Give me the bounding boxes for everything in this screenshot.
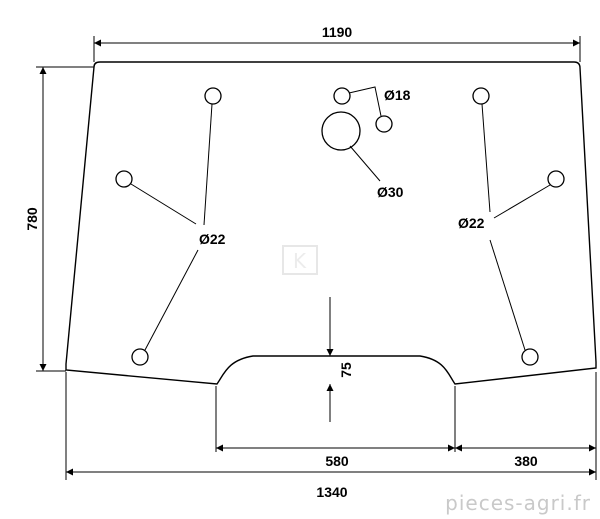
dimension-lines [39,39,596,476]
watermark: pieces-agri.fr [445,491,591,515]
hole-small-b [375,115,393,133]
label-hole-small: Ø18 [384,87,411,103]
dim-right-offset: 380 [514,453,538,469]
svg-text:K: K [293,249,307,273]
hole-right-top [472,87,490,105]
hole-right-bottom [521,348,539,366]
logo-mark: K [282,245,318,275]
label-hole-left-group: Ø22 [199,231,226,247]
hole-large [321,111,361,151]
dim-height: 780 [24,207,40,231]
hole-left-middle [115,170,133,188]
glass-outline [65,61,597,385]
hole-left-top [204,87,222,105]
hole-right-middle [547,170,565,188]
dim-top-width: 1190 [322,24,353,40]
dim-bottom-width: 1340 [316,484,347,500]
hole-small-a [333,87,351,105]
holes [115,87,565,366]
leader-lines [130,86,551,351]
hole-left-bottom [131,348,149,366]
dim-notch-width: 580 [325,453,349,469]
extension-lines [36,36,597,480]
label-hole-right-group: Ø22 [458,215,485,231]
dim-notch-depth: 75 [338,362,354,378]
label-hole-large: Ø30 [377,184,404,200]
